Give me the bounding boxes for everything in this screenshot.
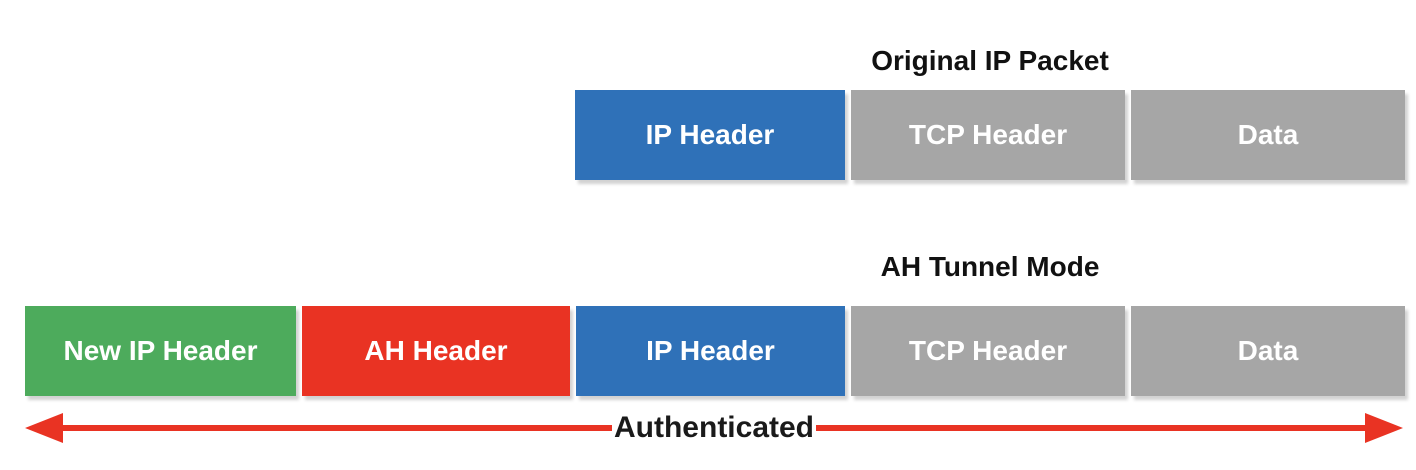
tunnel-tcp-header-segment: TCP Header — [851, 306, 1125, 396]
authenticated-label: Authenticated — [614, 411, 815, 444]
tunnel-ip-header-label: IP Header — [646, 335, 775, 366]
ah-tunnel-mode-title: AH Tunnel Mode — [880, 251, 1100, 282]
original-ip-header-segment: IP Header — [575, 90, 845, 180]
arrow-line-right — [816, 425, 1366, 431]
tunnel-ah-header-label: AH Header — [364, 335, 508, 366]
arrow-line-left — [63, 425, 612, 431]
tunnel-tcp-header-label: TCP Header — [908, 335, 1068, 366]
tunnel-data-label: Data — [1237, 335, 1299, 366]
original-data-segment: Data — [1131, 90, 1405, 180]
authenticated-span-arrow: Authenticated — [25, 410, 1404, 446]
tunnel-ip-header-segment: IP Header — [576, 306, 845, 396]
tunnel-data-segment: Data — [1131, 306, 1405, 396]
original-data-label: Data — [1237, 119, 1299, 150]
tunnel-new-ip-header-segment: New IP Header — [25, 306, 296, 396]
tunnel-new-ip-header-label: New IP Header — [63, 335, 258, 366]
arrow-left-head-icon — [25, 413, 63, 443]
original-tcp-header-label: TCP Header — [908, 119, 1068, 150]
tunnel-ah-header-segment: AH Header — [302, 306, 570, 396]
arrow-right-head-icon — [1365, 413, 1404, 443]
original-ip-header-label: IP Header — [645, 119, 775, 150]
original-tcp-header-segment: TCP Header — [851, 90, 1125, 180]
original-ip-packet-title: Original IP Packet — [871, 45, 1109, 76]
